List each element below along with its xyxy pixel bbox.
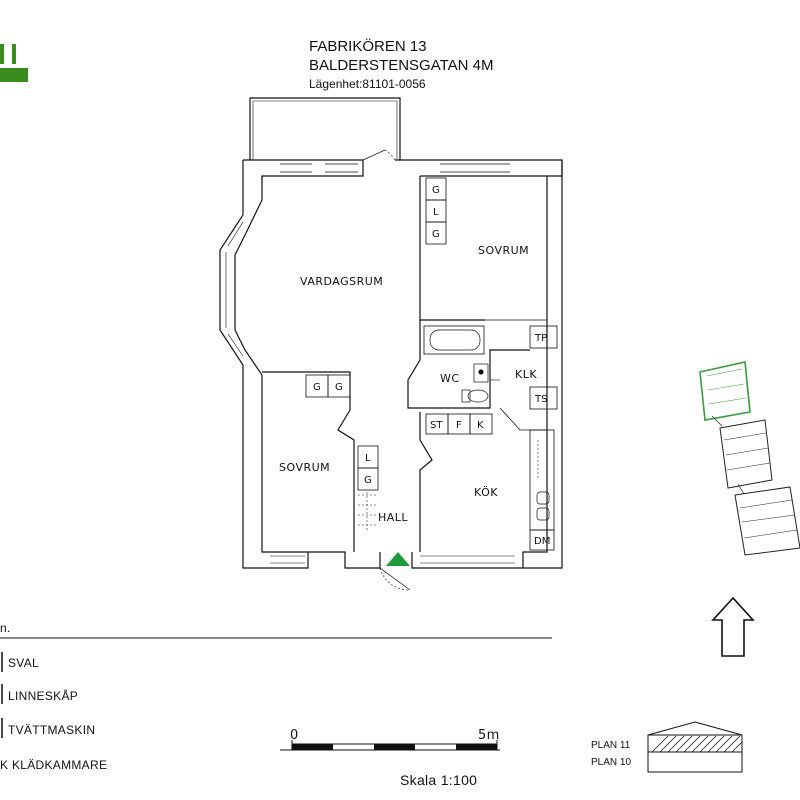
bedroom-2-label: SOVRUM <box>279 461 330 474</box>
legend-item: K KLÄDKAMMARE <box>0 758 107 772</box>
balcony-inner <box>252 100 398 160</box>
kitchen-counter <box>529 429 555 531</box>
cabinet-label: K <box>477 420 484 431</box>
plan-upper-label: PLAN 11 <box>591 740 631 751</box>
location-minimap <box>699 361 800 556</box>
left-wall <box>219 160 309 569</box>
toilet <box>467 389 489 403</box>
dm-label: DM <box>534 536 550 547</box>
company-logo <box>0 44 30 84</box>
wall-bedroom2 <box>262 371 355 552</box>
cabinet-label: G <box>335 382 343 393</box>
balcony-outline <box>249 97 401 160</box>
legend-item: LINNESKÅP <box>8 688 78 703</box>
sink <box>473 363 489 383</box>
entrance-door-leaf <box>379 567 411 591</box>
tp-label: TP <box>534 333 547 344</box>
balcony-door-leaf <box>362 149 386 161</box>
top-wall-left <box>243 159 364 178</box>
wc-label: WC <box>440 372 460 385</box>
wall-wc <box>407 320 530 409</box>
entrance-marker-icon <box>386 552 410 566</box>
stove-burner-2 <box>536 507 550 521</box>
apartment-number: Lägenhet:81101-0056 <box>309 77 426 91</box>
legend-item: TVÄTTMASKIN <box>8 723 95 737</box>
closet-label: KLK <box>515 368 537 381</box>
bedroom-1-label: SOVRUM <box>478 244 529 257</box>
bottom-wall-right <box>411 552 523 569</box>
cabinet-label: L <box>365 453 371 464</box>
wall-kitchen-hall <box>419 412 433 552</box>
cabinet-label: G <box>364 475 372 486</box>
cabinet-label: G <box>432 185 440 196</box>
scale-label: Skala 1:100 <box>400 772 477 788</box>
cabinet-label: F <box>456 420 462 431</box>
tp-box <box>529 325 558 349</box>
dm-box <box>529 529 555 551</box>
bottom-wall-left <box>308 551 381 569</box>
legend-note: n. <box>0 621 11 635</box>
cabinet-label: L <box>433 207 439 218</box>
right-wall <box>522 160 563 569</box>
kitchen-label: KÖK <box>474 486 498 499</box>
north-arrow-icon <box>711 596 755 657</box>
bathtub <box>423 325 485 355</box>
building-section-icon <box>647 721 743 773</box>
plan-lower-label: PLAN 10 <box>591 757 631 768</box>
cabinet-label: G <box>313 382 321 393</box>
ts-box <box>529 386 558 410</box>
stove-burner-1 <box>536 491 550 505</box>
ts-label: TS <box>534 394 547 405</box>
legend-item: SVAL <box>8 656 39 670</box>
top-wall-right <box>395 159 563 177</box>
scale-end: 5m <box>478 728 500 743</box>
scale-bar <box>280 740 500 751</box>
cabinet-label: G <box>432 229 440 240</box>
living-room-label: VARDAGSRUM <box>300 275 383 288</box>
building-name: FABRIKÖREN 13 <box>309 38 427 55</box>
scale-start: 0 <box>290 728 299 743</box>
cabinet-label: ST <box>430 420 443 431</box>
hall-label: HALL <box>378 511 408 524</box>
wall-living-bedroom1 <box>419 176 485 321</box>
wall-klk <box>499 407 547 431</box>
street-address: BALDERSTENSGATAN 4M <box>309 57 494 74</box>
